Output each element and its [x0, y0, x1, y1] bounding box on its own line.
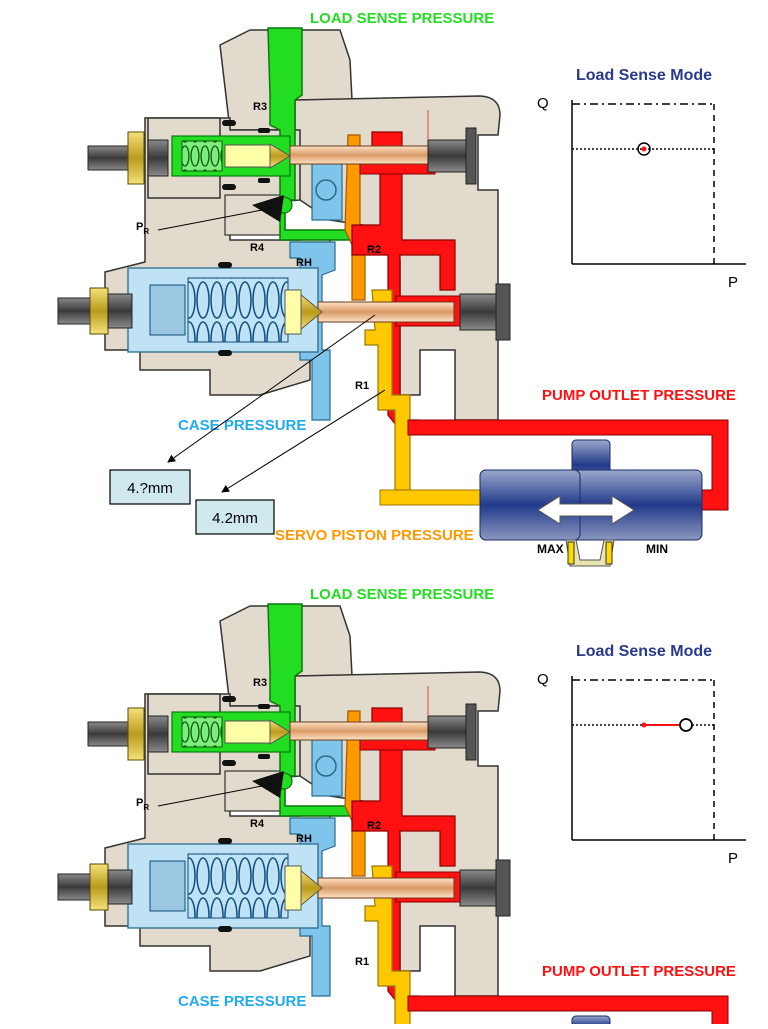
r3-label: R3 [253, 677, 267, 689]
rh-label: RH [296, 257, 312, 269]
r3-label: R3 [253, 101, 267, 113]
rh-label: RH [296, 833, 312, 845]
pr-label: PR [136, 221, 149, 236]
servo-cylinder: MAX MIN [479, 439, 703, 567]
r1-label: R1 [355, 956, 369, 968]
valve-cross-section-bottom [57, 603, 511, 1029]
y-axis-label: Q [537, 95, 549, 112]
r2-label: R2 [367, 244, 381, 256]
r1-label: R1 [355, 380, 369, 392]
max-label: MAX [537, 542, 564, 556]
double-arrow-icon [537, 495, 635, 525]
pr-label: PR [136, 797, 149, 812]
min-label: MIN [646, 542, 668, 556]
case-pressure-label: CASE PRESSURE [178, 417, 306, 434]
load-sense-mode-graph-bottom: Load Sense Mode Q P [537, 643, 746, 867]
pr-leader-line [157, 785, 263, 807]
pump-outlet-pressure-label: PUMP OUTLET PRESSURE [542, 387, 736, 404]
pr-leader-line [157, 209, 263, 231]
bottom-panel: LOAD SENSE PRESSURE R3 R4 RH R2 R1 PR PU… [57, 586, 746, 1029]
servo-piston-pressure-label: SERVO PISTON PRESSURE [275, 527, 474, 544]
r2-label: R2 [367, 820, 381, 832]
measurement-box-2-text: 4.2mm [212, 510, 258, 527]
servo-cylinder-top [571, 1015, 611, 1029]
pump-outlet-pressure-label: PUMP OUTLET PRESSURE [542, 963, 736, 980]
x-axis-label: P [728, 274, 738, 291]
operating-point [679, 718, 693, 732]
operating-point [637, 142, 651, 156]
callout-arrow-1 [167, 314, 376, 463]
graph-title: Load Sense Mode [576, 643, 712, 660]
case-pressure-label: CASE PRESSURE [178, 993, 306, 1010]
graph-title: Load Sense Mode [576, 67, 712, 84]
load-sense-mode-graph-top: Load Sense Mode Q P [537, 67, 746, 291]
y-axis-label: Q [537, 671, 549, 688]
top-panel: LOAD SENSE PRESSURE R3 R4 RH R2 R1 PR PU… [57, 10, 746, 567]
load-sense-pressure-label: LOAD SENSE PRESSURE [310, 586, 494, 603]
measurement-box-2 [195, 499, 275, 535]
callout-arrow-2 [221, 389, 386, 493]
x-axis-label: P [728, 850, 738, 867]
pump-outlet-line [407, 995, 729, 1029]
measurement-box-1 [109, 469, 191, 505]
measurement-box-1-text: 4.?mm [127, 480, 173, 497]
r4-label: R4 [250, 818, 265, 830]
servo-pressure-line [379, 489, 486, 506]
r4-label: R4 [250, 242, 265, 254]
load-sense-pressure-label: LOAD SENSE PRESSURE [310, 10, 494, 27]
